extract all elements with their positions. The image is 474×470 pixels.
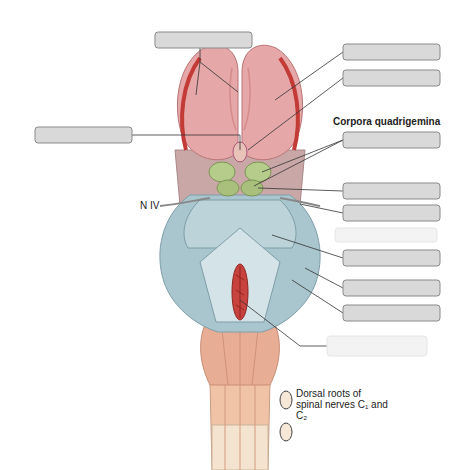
answer-box (343, 132, 440, 148)
leader-line (248, 78, 343, 150)
leader-line (262, 140, 343, 172)
leader-line (300, 204, 343, 213)
stria-medullaris (230, 68, 236, 130)
answer-box (343, 250, 440, 266)
dorsal-root (280, 423, 292, 441)
leader-line (196, 48, 200, 95)
structure-label: Dorsal roots of spinal nerves C₁ and C₂ (296, 388, 388, 421)
answer-box (335, 228, 437, 242)
leader-line (254, 140, 343, 186)
cord-sulcus (225, 382, 255, 470)
answer-box (343, 70, 440, 86)
answer-box (343, 183, 440, 199)
answer-box (327, 336, 427, 356)
leader-line (292, 280, 343, 313)
thalamus (177, 45, 238, 159)
stria-vessel (280, 58, 298, 150)
group-label: Corpora quadrigemina (333, 116, 473, 127)
trochlear-nerve (160, 198, 210, 206)
medulla-tract (222, 330, 258, 385)
answer-box (343, 280, 440, 296)
leader-line (275, 52, 343, 100)
superior-colliculus (209, 162, 235, 182)
answer-box (35, 127, 132, 143)
leader-line (240, 300, 327, 346)
answer-box (155, 32, 252, 48)
nerve-label: N IV (140, 200, 180, 211)
choroid-plexus (232, 264, 248, 320)
leader-line (200, 62, 238, 92)
thalamus (242, 45, 303, 159)
answer-box (343, 305, 440, 321)
answer-box (343, 205, 440, 221)
answer-box (343, 44, 440, 60)
inferior-colliculus (217, 180, 239, 196)
rhomboid-fossa (200, 228, 280, 322)
leader-line (272, 235, 343, 258)
dorsal-root (280, 391, 292, 409)
leader-line (258, 188, 343, 191)
stria-medullaris (244, 68, 250, 130)
leader-line (305, 268, 343, 288)
leader-line (132, 135, 240, 150)
choroid-vessel (236, 266, 244, 318)
cerebellar-peduncle (160, 195, 320, 332)
trochlear-nerve (280, 198, 320, 206)
spinal-cord (210, 380, 270, 470)
stria-vessel (182, 58, 200, 150)
